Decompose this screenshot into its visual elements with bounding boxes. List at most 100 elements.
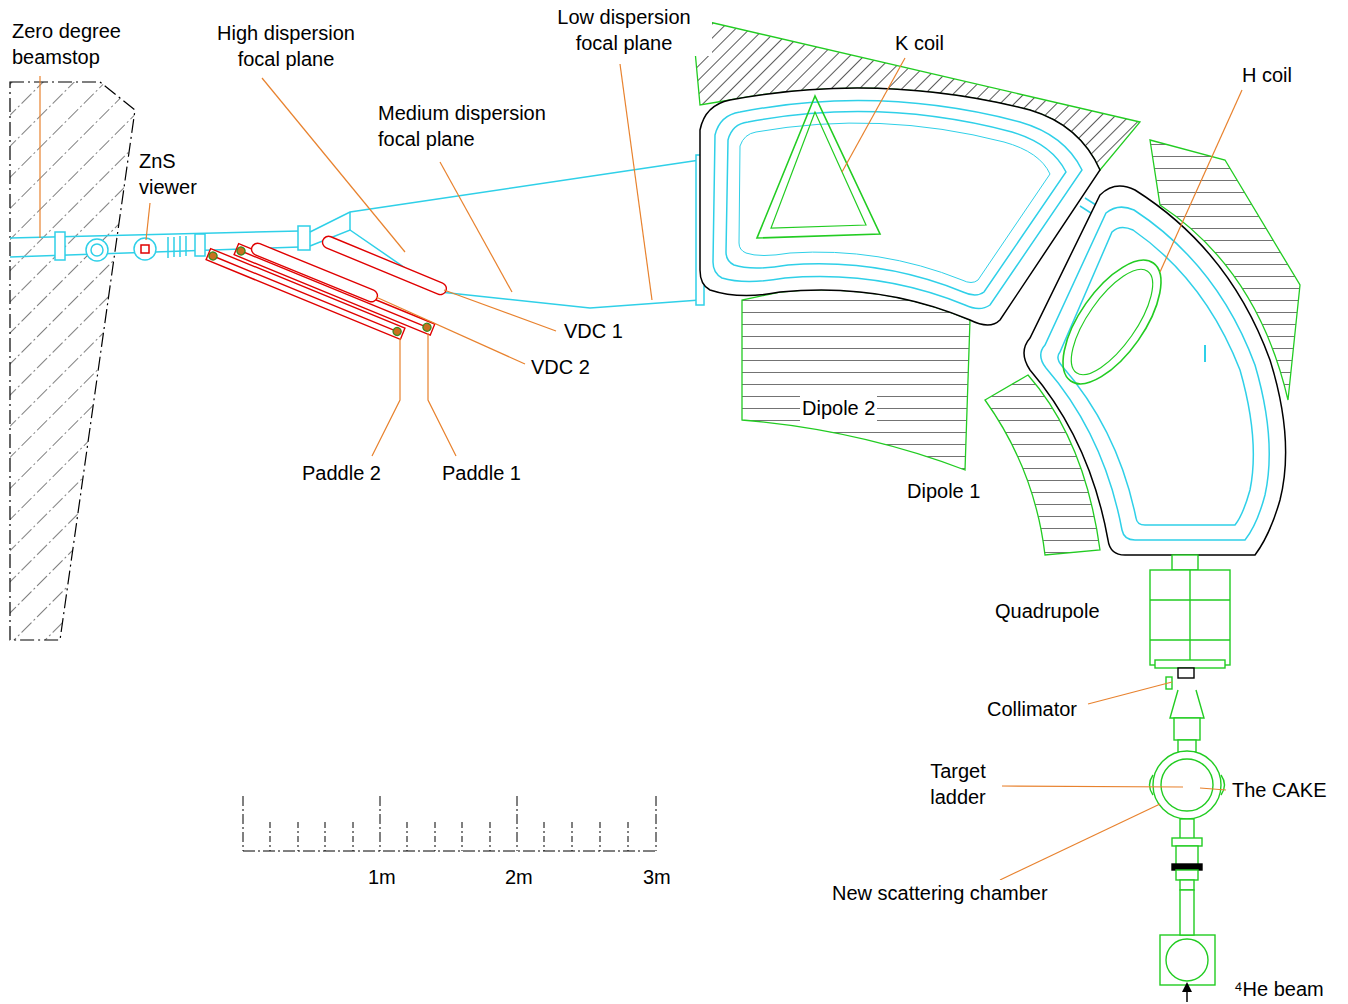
leader-line — [1160, 90, 1242, 272]
part-label: Paddle 1 — [440, 460, 523, 486]
leader-line — [428, 333, 456, 456]
beamstop — [10, 82, 135, 640]
focal-plane-chamber — [349, 212, 351, 230]
beamline — [1178, 740, 1196, 752]
part-label: Medium dispersion focal plane — [376, 100, 570, 152]
scale-label: 3m — [641, 864, 673, 890]
dipole-magnet — [1044, 245, 1179, 400]
beamline — [1174, 718, 1200, 740]
beamline — [1176, 846, 1198, 866]
beam-pipe — [10, 231, 300, 238]
part-label: Dipole 2 — [800, 395, 877, 421]
dipole-magnet — [757, 96, 880, 238]
dipole-magnet — [700, 88, 1100, 325]
scale-bar — [243, 851, 656, 852]
dipole-magnet — [1041, 207, 1269, 540]
part-label: K coil — [893, 30, 946, 56]
beamline — [1178, 668, 1194, 678]
part-label: Quadrupole — [993, 598, 1102, 624]
leader-line — [1000, 786, 1183, 787]
beam-label: ⁴He beam — [1232, 976, 1326, 1002]
part-label: High dispersion focal plane — [198, 20, 374, 72]
scale-bar — [270, 822, 628, 851]
detector — [321, 234, 448, 296]
detector — [208, 251, 218, 261]
leader-line — [372, 338, 400, 456]
quadrupole — [1150, 555, 1230, 668]
focal-plane-chamber — [310, 155, 704, 308]
leader-line — [40, 58, 1242, 880]
detector — [422, 322, 432, 332]
dipole-magnet — [739, 123, 1050, 282]
leader-line — [376, 297, 525, 364]
scale-bar — [243, 796, 656, 851]
dipole-yoke — [742, 290, 970, 470]
beamline — [1176, 870, 1198, 880]
quadrupole — [1155, 660, 1225, 668]
part-label: H coil — [1240, 62, 1294, 88]
part-label: VDC 2 — [529, 354, 592, 380]
beamline — [1153, 751, 1221, 819]
detector — [241, 251, 428, 328]
detector — [392, 326, 402, 336]
quadrupole — [1150, 570, 1230, 665]
dipole-magnet — [700, 88, 1100, 325]
part-label: Target ladder — [914, 758, 1002, 810]
beamline — [1170, 690, 1204, 718]
scale-bar — [243, 796, 656, 851]
leader-line — [1200, 788, 1226, 790]
leader-line — [1088, 682, 1172, 704]
beam-arrow — [1182, 982, 1192, 992]
beamline — [1161, 759, 1213, 811]
leader-line — [440, 162, 512, 292]
part-label: Paddle 2 — [300, 460, 383, 486]
beam-pipe — [195, 234, 205, 256]
beamline — [1150, 775, 1225, 795]
beam-pipe — [55, 232, 65, 260]
part-label: Collimator — [985, 696, 1079, 722]
scale-label: 1m — [366, 864, 398, 890]
beamline — [1150, 668, 1225, 985]
beamline — [1172, 838, 1202, 846]
part-label: Low dispersion focal plane — [536, 4, 712, 56]
zns-screen — [141, 245, 149, 253]
beamline — [1180, 890, 1194, 935]
beam-pipe — [91, 244, 103, 256]
leader-line — [620, 64, 652, 300]
quadrupole — [1172, 555, 1198, 570]
dipole-magnet — [771, 112, 866, 228]
beam-pipe — [298, 226, 310, 250]
scale-label: 2m — [503, 864, 535, 890]
part-label: New scattering chamber — [830, 880, 1050, 906]
detector — [206, 234, 448, 339]
dipole-magnet — [1204, 345, 1206, 362]
beamline — [1180, 880, 1194, 890]
beam-pipe — [134, 238, 156, 260]
part-label: Dipole 1 — [905, 478, 982, 504]
beamline — [1166, 939, 1208, 981]
quadrupole — [1150, 570, 1230, 665]
part-label: Zero degree beamstop — [10, 18, 144, 70]
dipole-magnet — [1024, 186, 1286, 555]
leader-line — [146, 203, 150, 240]
leader-line — [842, 58, 905, 172]
leader-line — [444, 290, 556, 331]
beam-pipe — [168, 236, 186, 258]
beamline — [1160, 935, 1215, 985]
dipole-yoke — [692, 18, 1300, 555]
dipole-magnet — [1024, 186, 1286, 555]
beamline — [1180, 819, 1194, 839]
leader-line — [39, 76, 40, 238]
beam-pipe — [86, 239, 108, 261]
detector — [321, 234, 448, 296]
part-label: ZnS viewer — [137, 148, 213, 200]
beamline — [1172, 864, 1202, 870]
beamstop — [10, 82, 135, 640]
dipole-magnet — [1058, 227, 1253, 525]
dipole-magnet — [1057, 257, 1167, 386]
leader-line — [1000, 804, 1160, 880]
part-label: The CAKE — [1230, 777, 1328, 803]
part-label: VDC 1 — [562, 318, 625, 344]
detector — [236, 246, 246, 256]
